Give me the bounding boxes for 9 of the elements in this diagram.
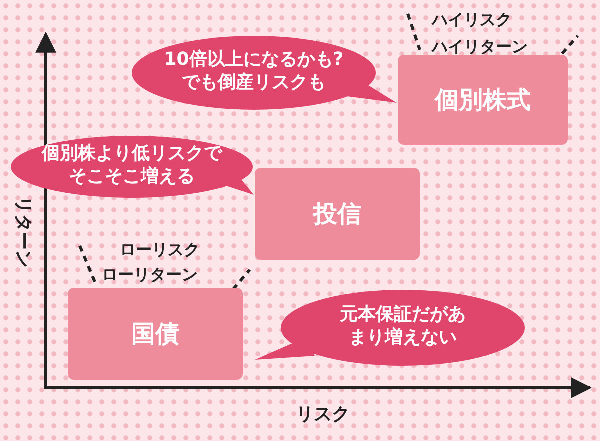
category-box: 国債 [68, 288, 243, 380]
note-label: ハイリターン [432, 37, 528, 58]
note-label: ローリターン [102, 265, 198, 286]
axis-label: リスク [296, 403, 350, 426]
note-label: ローリスク [120, 240, 200, 261]
category-box: 個別株式 [398, 55, 568, 145]
category-box: 投信 [255, 168, 420, 260]
note-label: ハイリスク [432, 10, 512, 31]
speech-bubble: 個別株より低リスクでそこそこ増える [8, 135, 255, 201]
